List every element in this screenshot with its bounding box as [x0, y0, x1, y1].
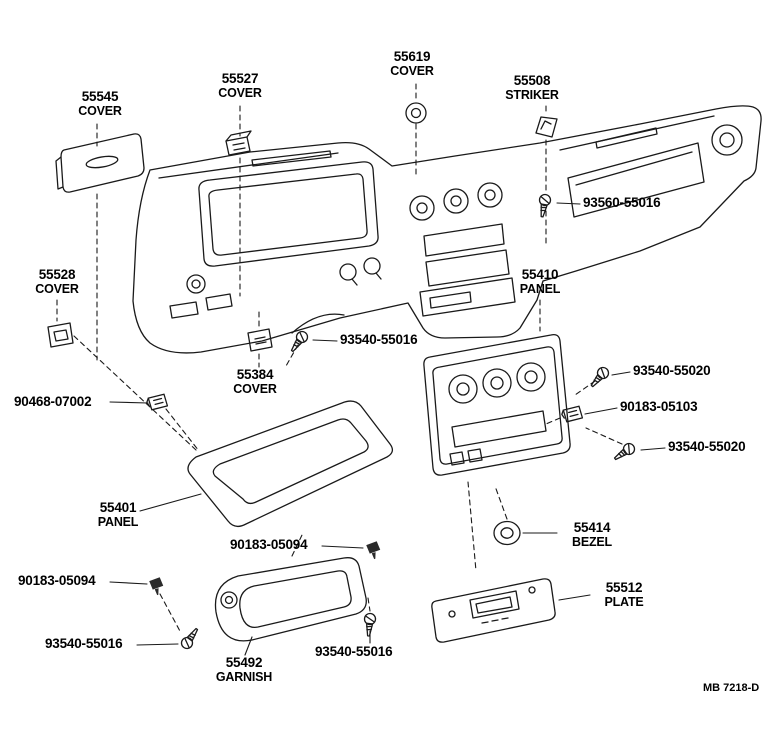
part-number: 93540-55020 — [668, 439, 746, 454]
part-label-55492-garnish: 55492 GARNISH — [205, 655, 283, 685]
clip-90468-07002 — [145, 393, 169, 411]
part-number: 90183-05094 — [230, 537, 308, 552]
part-number: 93540-55020 — [633, 363, 711, 378]
part-name: STRIKER — [505, 87, 559, 102]
screw-93540-55020-lower — [611, 440, 638, 464]
part-number: 55528 — [38, 267, 76, 282]
part-name: COVER — [233, 381, 277, 396]
part-label-93540-55020-lower: 93540-55020 — [668, 439, 746, 455]
part-label-90183-05094-upper: 90183-05094 — [230, 537, 308, 553]
part-55528-cover-drawing — [47, 322, 74, 348]
part-name: GARNISH — [215, 669, 273, 684]
part-label-90468-07002: 90468-07002 — [14, 394, 92, 410]
part-number: 93540-55016 — [315, 644, 393, 659]
part-number: 55401 — [99, 500, 137, 515]
part-name: PANEL — [97, 514, 139, 529]
part-55527-cover-drawing — [225, 130, 252, 156]
part-number: 93540-55016 — [45, 636, 123, 651]
part-label-55414-bezel: 55414 BEZEL — [560, 520, 624, 550]
part-name: COVER — [35, 281, 79, 296]
part-number: 55492 — [225, 655, 263, 670]
part-label-55508-striker: 55508 STRIKER — [494, 73, 570, 103]
part-label-93540-55020-upper: 93540-55020 — [633, 363, 711, 379]
part-label-93540-55016-bottom-left: 93540-55016 — [45, 636, 123, 652]
part-name: COVER — [78, 103, 122, 118]
part-name: BEZEL — [572, 534, 612, 549]
part-number: 55512 — [605, 580, 643, 595]
part-number: 93540-55016 — [340, 332, 418, 347]
part-label-55410-panel: 55410 PANEL — [506, 267, 574, 297]
part-label-55384-cover: 55384 COVER — [223, 367, 287, 397]
part-55619-cover-drawing — [405, 102, 427, 124]
part-55414-bezel-drawing — [493, 520, 521, 546]
part-label-90183-05094-lower: 90183-05094 — [18, 573, 96, 589]
part-number: 55410 — [521, 267, 559, 282]
part-number: 55619 — [393, 49, 431, 64]
part-label-55401-panel: 55401 PANEL — [88, 500, 148, 530]
part-55508-striker-drawing — [535, 116, 558, 138]
part-label-55512-plate: 55512 PLATE — [592, 580, 656, 610]
part-label-93560-55016: 93560-55016 — [583, 195, 661, 211]
part-name: COVER — [218, 85, 262, 100]
label-leader-lines — [109, 202, 666, 656]
assembly-dashed-lines — [56, 83, 623, 634]
part-name: COVER — [390, 63, 434, 78]
part-label-90183-05103: 90183-05103 — [620, 399, 698, 415]
screw-93540-55016-bottom-left — [178, 625, 202, 652]
part-number: 55384 — [236, 367, 274, 382]
part-label-55545-cover: 55545 COVER — [68, 89, 132, 119]
part-number: 90183-05103 — [620, 399, 698, 414]
part-55492-garnish-drawing — [214, 557, 367, 642]
part-name: PANEL — [519, 281, 561, 296]
part-number: 90468-07002 — [14, 394, 92, 409]
part-55401-panel-drawing — [187, 400, 394, 528]
part-label-55527-cover: 55527 COVER — [208, 71, 272, 101]
screw-93560-55016 — [535, 192, 553, 219]
diagram-line-art — [47, 83, 762, 656]
part-number: 55508 — [513, 73, 551, 88]
clip-90183-05103 — [560, 405, 584, 423]
clip-90183-05094-lower — [148, 576, 166, 597]
part-55384-cover-drawing — [247, 328, 273, 352]
part-number: 90183-05094 — [18, 573, 96, 588]
part-55512-plate-drawing — [431, 578, 556, 643]
dashboard-body — [132, 105, 762, 354]
part-label-93540-55016-middle: 93540-55016 — [340, 332, 418, 348]
part-label-93540-55016-bottom-middle: 93540-55016 — [315, 644, 393, 660]
part-label-55528-cover: 55528 COVER — [25, 267, 89, 297]
part-number: 55527 — [221, 71, 259, 86]
part-number: 55414 — [573, 520, 611, 535]
part-number: 55545 — [81, 89, 119, 104]
part-55545-cover-drawing — [55, 133, 145, 193]
part-label-55619-cover: 55619 COVER — [380, 49, 444, 79]
part-name: PLATE — [604, 594, 644, 609]
screw-93540-55020-upper — [587, 364, 612, 391]
part-55410-panel-drawing — [423, 333, 571, 476]
part-number: 93560-55016 — [583, 195, 661, 210]
diagram-code: MB 7218-D — [703, 682, 760, 694]
clip-90183-05094-upper — [365, 540, 383, 561]
